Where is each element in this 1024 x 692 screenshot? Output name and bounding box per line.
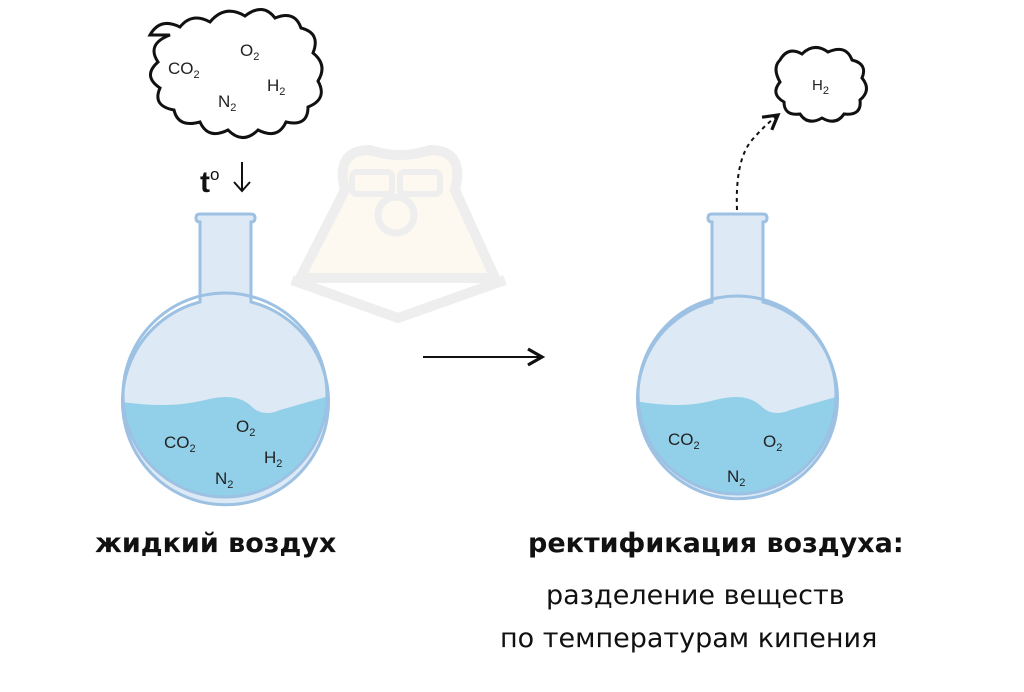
- flask-right: [636, 212, 839, 501]
- formula-h2: H2: [267, 76, 285, 98]
- formula-co2: CO2: [668, 430, 700, 452]
- formula-h2: H2: [812, 77, 829, 97]
- dashed-arrow: [735, 113, 781, 211]
- gas-cloud-right: [774, 46, 868, 123]
- caption-rectification-title: ректификация воздуха:: [528, 528, 904, 559]
- formula-o2: O2: [240, 41, 259, 63]
- gas-cloud-left: [147, 8, 324, 139]
- flask-left: [121, 212, 330, 507]
- formula-n2: N2: [727, 467, 745, 489]
- formula-co2: CO2: [164, 433, 196, 455]
- formula-o2: O2: [236, 417, 255, 439]
- caption-line-2: по температурам кипения: [500, 623, 878, 654]
- formula-h2: H2: [264, 448, 282, 470]
- formula-co2: CO2: [168, 59, 200, 81]
- cooling-label: to: [200, 165, 219, 199]
- formula-o2: O2: [763, 432, 782, 454]
- formula-n2: N2: [218, 92, 236, 114]
- caption-liquid-air: жидкий воздух: [95, 528, 337, 559]
- down-arrow-icon: [233, 162, 251, 193]
- bear-book-logo-icon: [290, 145, 507, 323]
- caption-line-1: разделение веществ: [546, 580, 845, 611]
- formula-n2: N2: [215, 469, 233, 491]
